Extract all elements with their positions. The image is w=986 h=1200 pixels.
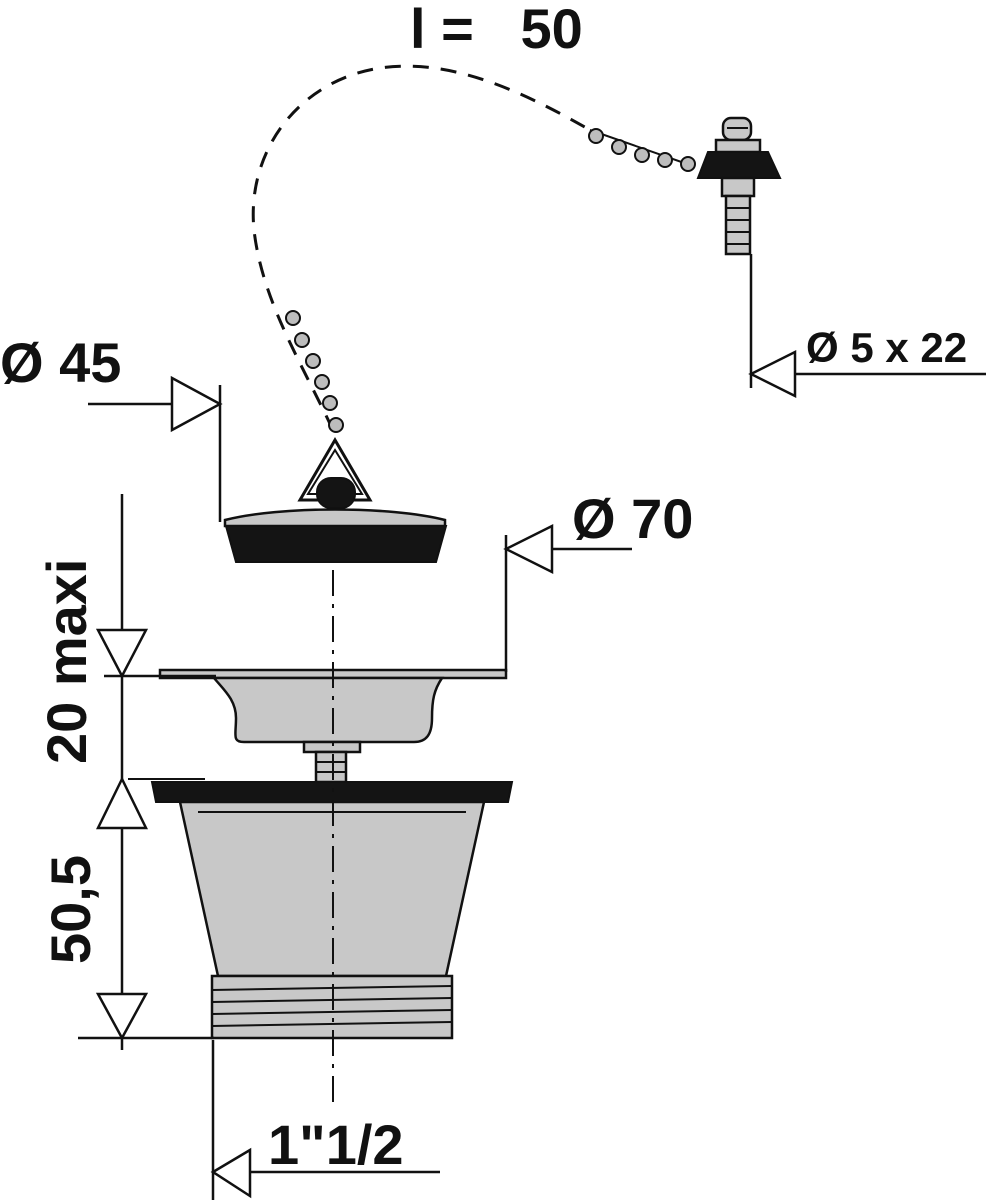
- chain-length-label: l = 50: [410, 0, 583, 60]
- rubber-plug: [223, 437, 448, 563]
- screw-size-label: Ø 5 x 22: [806, 324, 967, 371]
- height-dimension: [78, 494, 216, 1050]
- chain-anchor-screw: [696, 116, 782, 256]
- thread-size-label: 1"1/2: [268, 1113, 404, 1176]
- plug-diameter-label: Ø 45: [0, 331, 121, 394]
- body-height-label: 50,5: [39, 855, 102, 964]
- chain-beads-bottom: [285, 310, 344, 433]
- waste-body: [128, 778, 514, 1040]
- adjustable-height-label: 20 maxi: [35, 559, 98, 765]
- plug-chain: [251, 64, 696, 433]
- plug-diameter-dimension: [88, 375, 223, 522]
- thread-dimension: [210, 1040, 440, 1200]
- chain-beads-top: [588, 128, 696, 172]
- grid-diameter-dimension: [503, 523, 632, 672]
- grid-diameter-label: Ø 70: [572, 487, 693, 550]
- screw-dimension: [748, 254, 986, 399]
